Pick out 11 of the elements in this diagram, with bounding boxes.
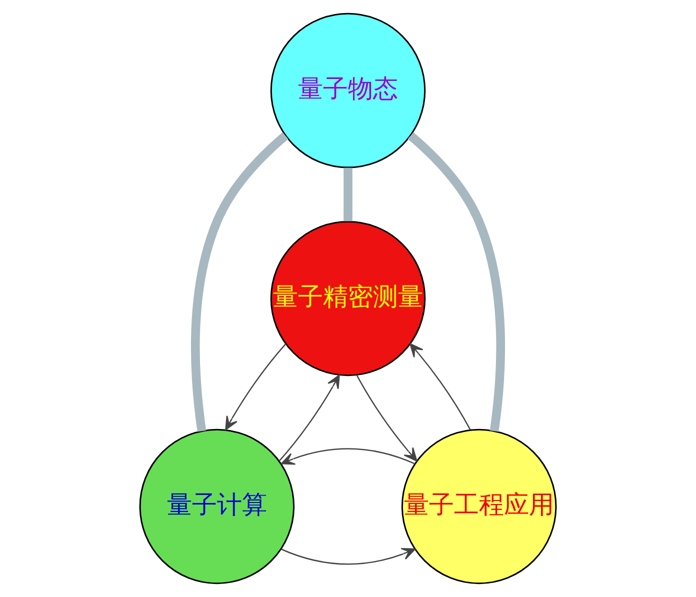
node-circle: 量子精密测量 <box>270 220 426 376</box>
connector <box>344 168 352 222</box>
arrow <box>410 343 471 430</box>
arrow <box>281 548 416 565</box>
arrow <box>280 448 416 465</box>
connector <box>190 132 288 432</box>
arrow <box>278 374 340 462</box>
connector <box>408 132 506 432</box>
arrow <box>356 374 418 462</box>
node-circle: 量子物态 <box>270 12 426 168</box>
arrow <box>225 343 286 430</box>
